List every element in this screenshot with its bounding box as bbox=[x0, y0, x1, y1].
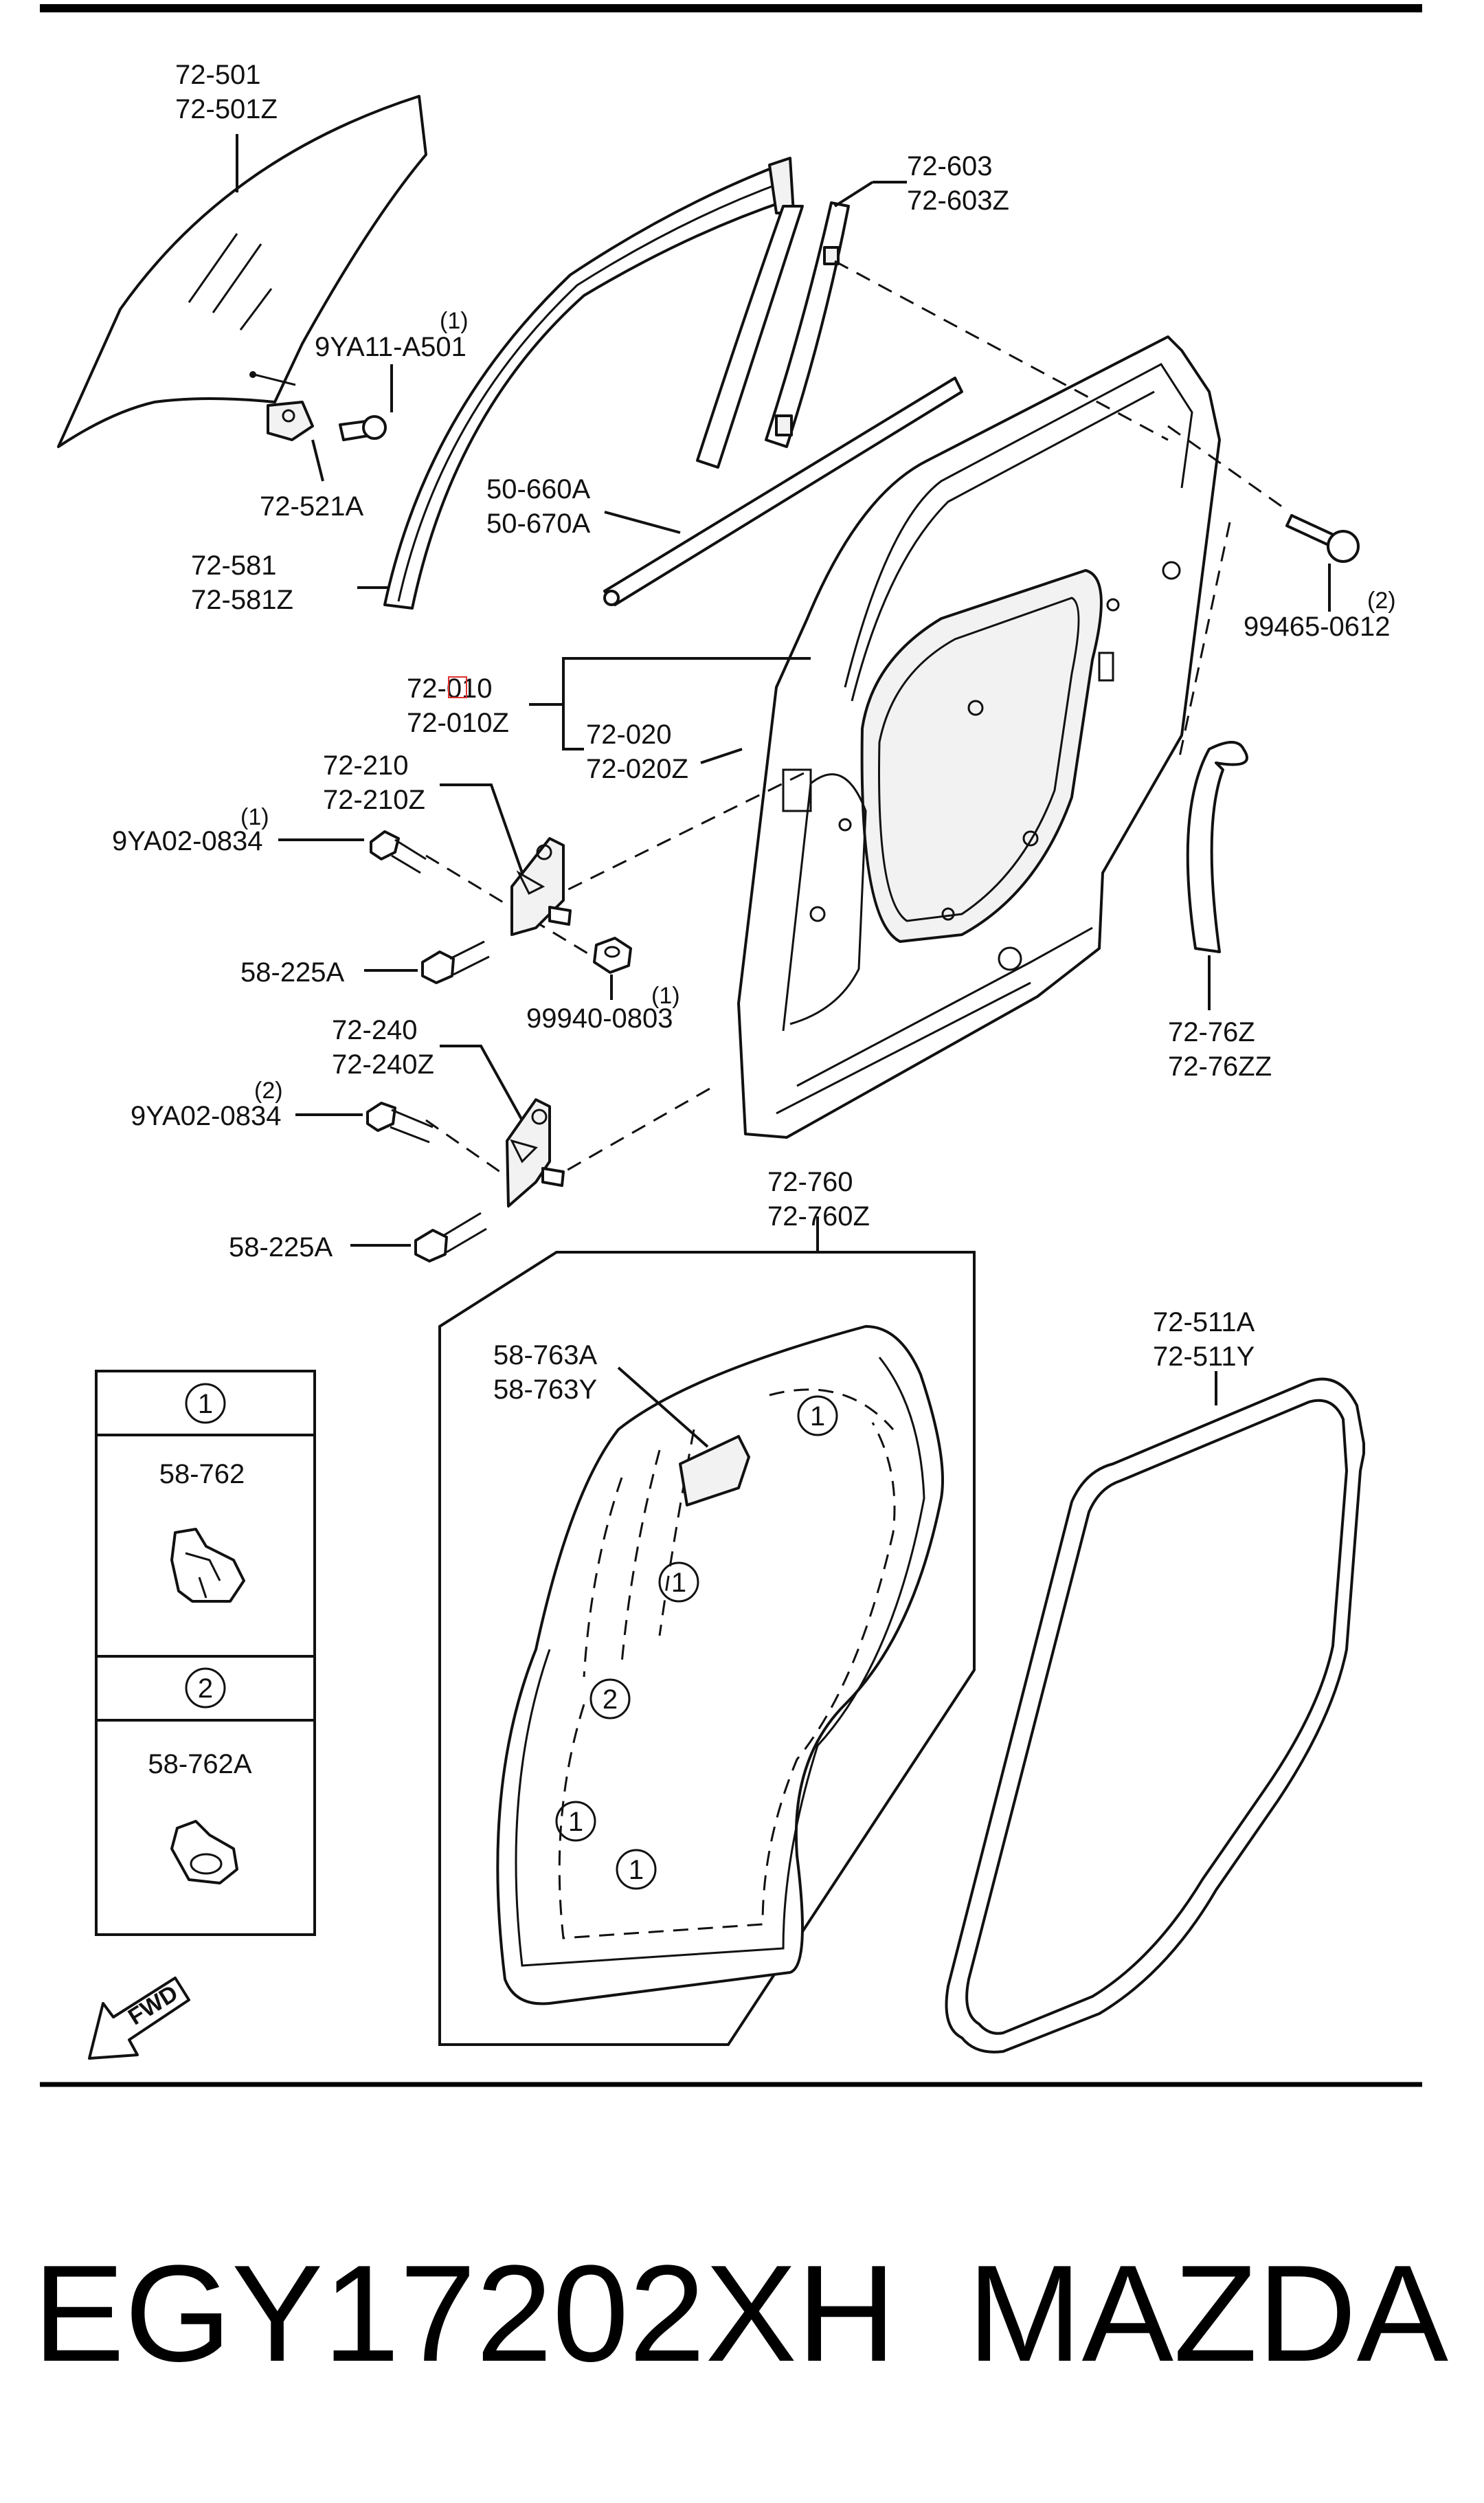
legend-part-2: 58-762A bbox=[148, 1749, 252, 1779]
belt-molding bbox=[603, 377, 963, 606]
screen-patch-label-2: 58-763Y bbox=[493, 1375, 597, 1405]
nut bbox=[593, 937, 632, 974]
glass-label-2: 72-501Z bbox=[175, 94, 278, 124]
glass-holder-label: 72-521A bbox=[260, 491, 364, 522]
hinge-pin-bolt-lower-label: 58-225A bbox=[229, 1232, 333, 1262]
screen-ref-1: 1 bbox=[797, 1395, 838, 1436]
screen-label-1: 72-760 bbox=[767, 1167, 853, 1197]
upper-hinge-label-1: 72-210 bbox=[323, 750, 409, 781]
lower-hinge bbox=[506, 1098, 565, 1208]
belt-molding-label-2: 50-670A bbox=[486, 509, 591, 539]
door-panel-label-1: 72-020 bbox=[586, 720, 672, 750]
bolt-right bbox=[1285, 514, 1360, 563]
belt-molding-label-1: 50-660A bbox=[486, 474, 591, 504]
screen-ref-2: 1 bbox=[658, 1561, 699, 1603]
hinge-bolt-lower-ref: (2) bbox=[254, 1078, 283, 1104]
nut-label: 99940-0803 bbox=[526, 1003, 673, 1034]
bolt-right-label: 99465-0612 bbox=[1244, 612, 1391, 642]
screen-ref-4: 1 bbox=[555, 1801, 596, 1842]
highlight-marker bbox=[448, 676, 467, 698]
front-channel-label-1: 72-581 bbox=[191, 550, 277, 581]
legend-ref-2: 2 bbox=[198, 1673, 213, 1704]
screen-ref-3: 2 bbox=[589, 1678, 631, 1720]
legend-part-1: 58-762 bbox=[159, 1459, 245, 1489]
screen-ref-3-text: 2 bbox=[603, 1684, 618, 1715]
hinge-pin-bolt-upper-label: 58-225A bbox=[240, 957, 345, 988]
footer-part-number: EGY17202XH bbox=[33, 2237, 896, 2390]
upper-hinge-label-2: 72-210Z bbox=[323, 785, 425, 815]
rear-seal-label-1: 72-76Z bbox=[1168, 1017, 1255, 1047]
door-shell-label-1: 72-010 bbox=[407, 674, 493, 704]
rear-channel-label-1: 72-603 bbox=[907, 151, 993, 181]
weatherstrip-label-2: 72-511Y bbox=[1153, 1342, 1255, 1372]
weatherstrip-label-1: 72-511A bbox=[1153, 1307, 1255, 1337]
clip-icon bbox=[170, 1528, 245, 1603]
rear-channel bbox=[696, 201, 850, 469]
clip-a-icon bbox=[170, 1820, 238, 1884]
screen-patch-label-1: 58-763A bbox=[493, 1340, 598, 1370]
screen-label-2: 72-760Z bbox=[767, 1201, 870, 1232]
screen-ref-2-text: 1 bbox=[671, 1568, 686, 1598]
glass-label-1: 72-501 bbox=[175, 60, 261, 90]
screen-ref-5-text: 1 bbox=[629, 1855, 644, 1885]
bolt-right-ref: (2) bbox=[1367, 588, 1396, 614]
screen-ref-5: 1 bbox=[616, 1849, 657, 1890]
door-shell-label: 72-010 72-010Z bbox=[407, 674, 509, 738]
upper-hinge bbox=[510, 837, 572, 936]
glass-clip-ref: (1) bbox=[440, 308, 469, 334]
clip-legend: 1 58-762 2 58-762A bbox=[95, 1370, 316, 1936]
fwd-arrow: FWD bbox=[88, 1977, 190, 2060]
hinge-bolt-lower bbox=[366, 1102, 434, 1144]
glass-clip-label: 9YA11-A501 bbox=[315, 332, 466, 362]
screen-ref-4-text: 1 bbox=[568, 1807, 583, 1837]
glass-label: 72-501 72-501Z bbox=[175, 60, 278, 124]
hinge-pin-bolt-lower bbox=[414, 1212, 487, 1262]
hinge-bolt-lower-label: 9YA02-0834 bbox=[131, 1101, 281, 1131]
glass-holder bbox=[267, 401, 314, 441]
rear-channel-label-2: 72-603Z bbox=[907, 186, 1009, 216]
lower-hinge-label-2: 72-240Z bbox=[332, 1049, 434, 1080]
rear-seal bbox=[1186, 741, 1248, 953]
hinge-pin-bolt-upper bbox=[421, 940, 490, 984]
hinge-bolt-upper bbox=[370, 830, 427, 874]
screen-frame bbox=[438, 1251, 976, 2046]
door-panel-label-2: 72-020Z bbox=[586, 754, 688, 784]
door-glass bbox=[57, 95, 427, 448]
dashed-guide bbox=[834, 260, 1169, 441]
door-shell-label-2: 72-010Z bbox=[407, 708, 509, 738]
front-channel bbox=[383, 157, 795, 610]
nut-ref: (1) bbox=[651, 983, 680, 1009]
footer-brand: MAZDA bbox=[967, 2237, 1449, 2390]
screen-sheet bbox=[496, 1325, 944, 2005]
door-shell bbox=[737, 335, 1221, 1139]
rear-seal-label-2: 72-76ZZ bbox=[1168, 1052, 1272, 1082]
legend-ref-1: 1 bbox=[198, 1389, 213, 1419]
weatherstrip bbox=[945, 1377, 1365, 2054]
front-channel-label-2: 72-581Z bbox=[191, 585, 293, 615]
glass-clip bbox=[339, 415, 387, 441]
hinge-bolt-upper-ref: (1) bbox=[240, 804, 269, 830]
hinge-bolt-upper-label: 9YA02-0834 bbox=[112, 826, 262, 856]
screen-ref-1-text: 1 bbox=[810, 1401, 825, 1432]
lower-hinge-label-1: 72-240 bbox=[332, 1015, 418, 1045]
